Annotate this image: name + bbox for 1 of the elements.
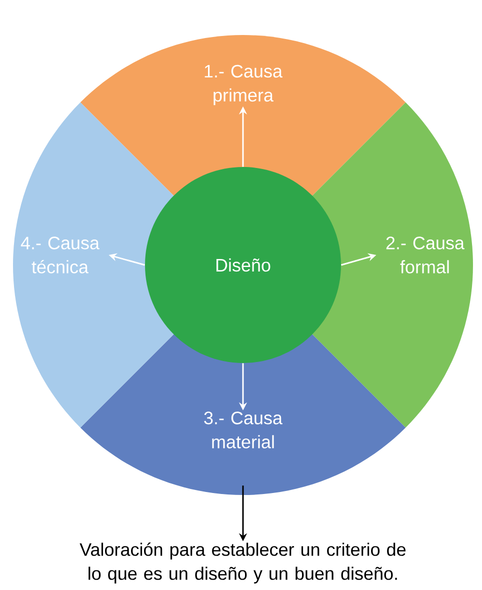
conclusion-text: Valoración para establecer un criterio de lo que es un diseño y un buen diseño. [80, 542, 406, 584]
